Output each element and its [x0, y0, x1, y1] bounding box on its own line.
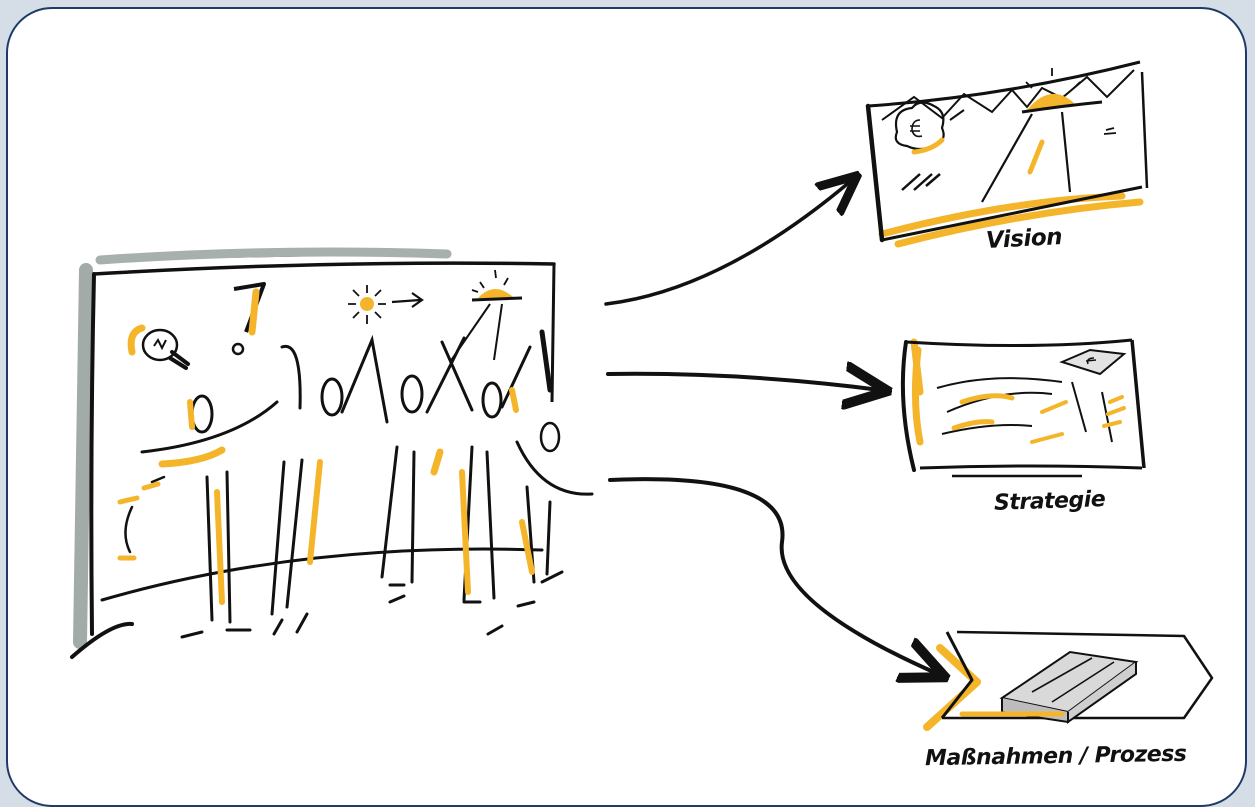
euro-icon: [896, 102, 944, 152]
arrow-to-massnahmen: [610, 479, 938, 674]
team-whiteboard-scene: [72, 252, 592, 657]
diagram-card: Vision Strategie Maßnahmen / Prozess: [6, 7, 1247, 807]
label-vision: Vision: [985, 224, 1062, 254]
arrow-to-strategie: [608, 374, 880, 390]
arrows: [606, 180, 938, 674]
arrow-to-vision: [606, 180, 852, 304]
sun-icon: [348, 285, 422, 324]
vision-panel: [868, 62, 1147, 244]
sketch-illustration: [8, 9, 1247, 807]
strategie-panel: [903, 340, 1144, 476]
label-strategie: Strategie: [994, 487, 1106, 516]
exclamation-icon: [233, 284, 264, 354]
massnahmen-panel: [927, 632, 1212, 727]
team-figures: [125, 338, 592, 637]
label-massnahmen-prozess: Maßnahmen / Prozess: [925, 742, 1187, 772]
horizon-sun-icon: [450, 270, 522, 362]
lightbulb-icon: [131, 328, 188, 368]
